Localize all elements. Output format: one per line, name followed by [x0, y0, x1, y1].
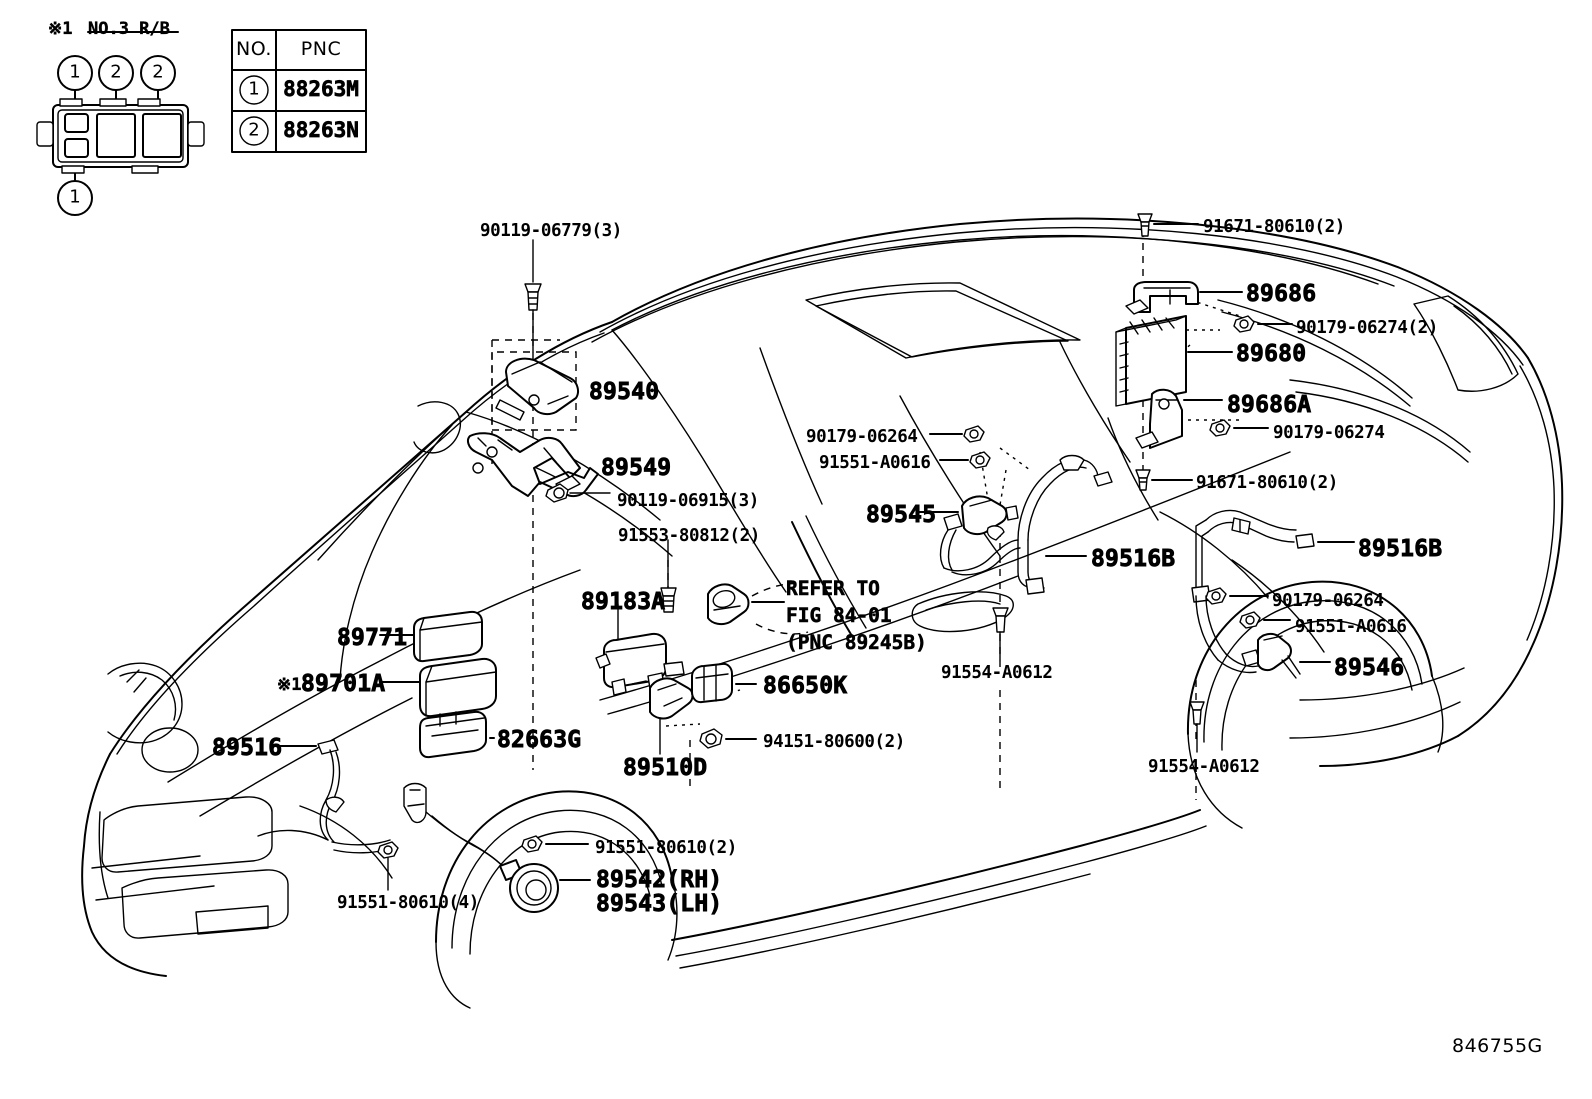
part-label-89701a: 89701A — [301, 671, 386, 697]
part-89516B-rear-right — [1189, 509, 1355, 753]
part-89516 — [274, 739, 591, 913]
bolt-90119-06779 — [524, 239, 542, 353]
table-header-pnc: PNC — [300, 38, 342, 61]
table-row-2-pnc: 88263N — [283, 118, 360, 143]
part-label-89542-rh: 89542(RH) — [596, 867, 723, 893]
relay-callout-bottom-1: 1 — [69, 186, 81, 208]
note-title: NO.3 R/B — [88, 19, 170, 39]
relay-callout-top-2a: 2 — [110, 61, 122, 83]
nut-94151-80600 — [699, 728, 757, 749]
part-label-89516: 89516 — [212, 735, 283, 761]
table-row-1-no: 1 — [248, 78, 260, 100]
part-label-89771: 89771 — [337, 625, 408, 651]
part-label-89516b: 89516B — [1358, 536, 1443, 562]
part-89516B-rear-left — [929, 425, 1113, 661]
part-label-91671-80610-2: 91671-80610(2) — [1196, 473, 1338, 493]
part-label-82663g: 82663G — [497, 727, 582, 753]
relay-callout-top-1: 1 — [69, 61, 81, 83]
part-label-90179-06274: 90179-06274 — [1273, 423, 1385, 443]
part-label-89686: 89686 — [1246, 281, 1317, 307]
bolt-91553-80812 — [660, 539, 677, 613]
part-label-89183a: 89183A — [581, 589, 666, 615]
refer-to-leader — [707, 582, 809, 635]
part-label-91551-a0616: 91551-A0616 — [1295, 617, 1407, 637]
part-label-90179-06274-2: 90179-06274(2) — [1296, 318, 1438, 338]
part-89540 — [491, 351, 579, 431]
part-label-91551-80610-2: 91551-80610(2) — [595, 838, 737, 858]
note-marker-header: ※1 — [48, 19, 73, 39]
part-label-94151-80600-2: 94151-80600(2) — [763, 732, 905, 752]
table-row-1-pnc: 88263M — [283, 77, 360, 102]
part-label-89510d: 89510D — [623, 755, 708, 781]
part-89680-assembly — [1115, 213, 1293, 491]
part-82663G — [419, 710, 495, 759]
refer-to-line-3: (PNC 89245B) — [786, 631, 927, 654]
part-89183A — [595, 603, 685, 696]
part-label-86650k: 86650K — [763, 673, 848, 699]
bolt-90119-06915 — [545, 483, 611, 503]
part-label-89516b: 89516B — [1091, 546, 1176, 572]
part-label-89549: 89549 — [601, 455, 672, 481]
part-label-89680: 89680 — [1236, 341, 1307, 367]
part-label-91553-80812-2: 91553-80812(2) — [618, 526, 760, 546]
relay-box-illustration — [36, 31, 205, 216]
part-label-89546: 89546 — [1334, 655, 1405, 681]
part-label-89686a: 89686A — [1227, 392, 1312, 418]
part-label-89545: 89545 — [866, 502, 937, 528]
refer-to-line-1: REFER TO — [786, 577, 880, 600]
table-header-no: NO. — [236, 38, 272, 61]
part-label-90179-06264: 90179-06264 — [806, 427, 918, 447]
part-89510D — [649, 677, 701, 755]
part-label-90119-06915-3: 90119-06915(3) — [617, 491, 759, 511]
part-label-1: ※1 — [277, 675, 302, 695]
part-label-89543-lh: 89543(LH) — [596, 891, 723, 917]
part-label-91554-a0612: 91554-A0612 — [941, 663, 1053, 683]
figure-id: 846755G — [1452, 1035, 1543, 1057]
part-89549 — [467, 432, 599, 498]
part-89701A — [381, 657, 497, 718]
table-row-2-no: 2 — [248, 119, 260, 141]
part-86650K — [691, 662, 757, 704]
part-label-89540: 89540 — [589, 379, 660, 405]
relay-callout-top-2b: 2 — [152, 61, 164, 83]
part-label-90119-06779-3: 90119-06779(3) — [480, 221, 622, 241]
part-89771 — [379, 610, 483, 663]
part-label-91551-80610-4: 91551-80610(4) — [337, 893, 479, 913]
refer-to-line-2: FIG 84-01 — [786, 604, 892, 627]
part-label-91671-80610-2: 91671-80610(2) — [1203, 217, 1345, 237]
part-label-90179-06264: 90179-06264 — [1272, 591, 1384, 611]
part-label-91551-a0616: 91551-A0616 — [819, 453, 931, 473]
part-89545 — [917, 495, 1021, 576]
part-label-91554-a0612: 91554-A0612 — [1148, 757, 1260, 777]
pnc-table-illustration — [231, 29, 367, 153]
